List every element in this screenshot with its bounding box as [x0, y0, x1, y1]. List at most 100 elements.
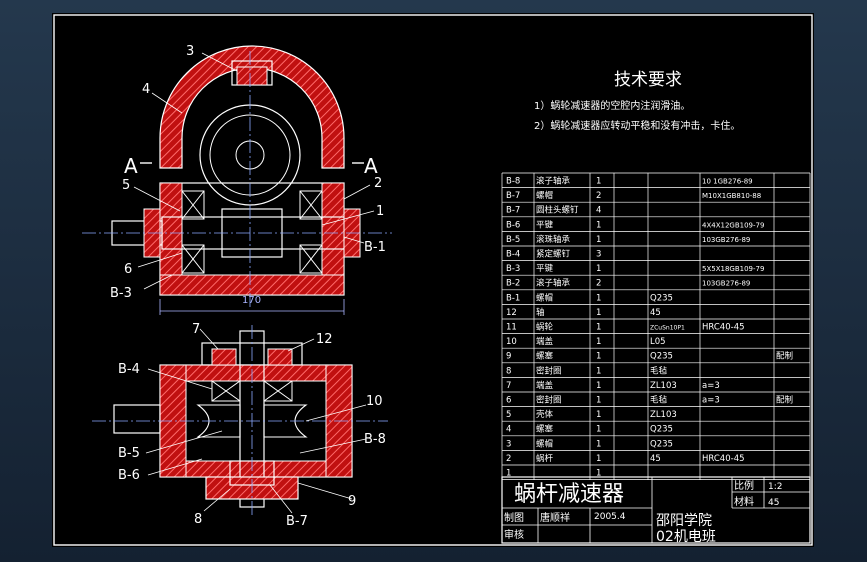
bom-row-qty: 1 [596, 410, 601, 420]
bom-row-standard: HRC40-45 [702, 454, 745, 464]
material-label: 材料 [734, 495, 754, 508]
drawn-date: 2005.4 [594, 512, 626, 522]
callout-1: 1 [376, 204, 384, 219]
sheet-border [53, 14, 813, 546]
bom-row-material: 毛毡 [650, 395, 668, 406]
bom-row-qty: 1 [596, 352, 601, 362]
callout-b3: B-3 [110, 286, 132, 301]
housing-arch [159, 45, 345, 169]
bom-row-qty: 1 [596, 235, 601, 245]
scale-value: 1:2 [768, 482, 782, 492]
title-block: 蜗杆减速器 比例 1:2 材料 45 制图 唐顺祥 2005.4 审核 邵阳学院… [501, 476, 811, 545]
bom-row-name: 螺帽 [536, 438, 553, 449]
callout-12: 12 [316, 332, 333, 347]
bom-row-no: 2 [506, 454, 511, 464]
bom-row-name: 密封圈 [536, 365, 562, 376]
bom-row-standard: a=3 [702, 381, 720, 391]
bom-row-no: 11 [506, 323, 517, 333]
bom-row-name: 紧定螺钉 [536, 249, 571, 260]
bom-row-material: Q235 [650, 352, 673, 362]
callout-5: 5 [122, 178, 130, 193]
bom-row-standard: HRC40-45 [702, 323, 745, 333]
bearing-left-top [181, 190, 205, 220]
bom-row-qty: 1 [596, 293, 601, 303]
callout-10: 10 [366, 394, 383, 409]
bom-row-name: 端盖 [536, 336, 554, 347]
input-shaft-stub [113, 404, 161, 434]
bom-row-name: 螺帽 [536, 292, 553, 303]
school-name: 邵阳学院 [656, 513, 712, 529]
callout-2: 2 [374, 176, 382, 191]
bom-row-standard: 10 1GB276-89 [702, 178, 753, 186]
bom-row-name: 螺塞 [536, 424, 554, 435]
bom-row-note: 配制 [776, 351, 793, 362]
bom-row-name: 蜗轮 [536, 322, 554, 333]
bom-row-material: ZL103 [650, 381, 677, 391]
bom-row-name: 平键 [536, 263, 554, 274]
housing-right-wall [321, 182, 345, 276]
bom-row-no: B-4 [506, 250, 520, 260]
bom-row-material: Q235 [650, 439, 673, 449]
top-section-view [92, 325, 388, 517]
bom-row-material: 45 [650, 308, 661, 318]
bom-row-standard: M10X1GB810-88 [702, 192, 761, 200]
callout-b6: B-6 [118, 468, 140, 483]
bom-row-qty: 1 [596, 177, 601, 187]
scale-label: 比例 [734, 479, 754, 492]
bom-row-name: 端盖 [536, 380, 554, 391]
bom-row-qty: 2 [596, 279, 601, 289]
bom-row-no: 4 [506, 425, 511, 435]
section-mark-a-left: A [124, 154, 138, 178]
bom-row-name: 蜗杆 [536, 453, 554, 464]
bom-row-standard: 103GB276-89 [702, 280, 750, 288]
bom-row-name: 滚子轴承 [536, 176, 571, 187]
callout-b1: B-1 [364, 240, 386, 255]
body-top-wall [185, 364, 327, 382]
bom-row-qty: 1 [596, 308, 601, 318]
bom-row-name: 螺塞 [536, 351, 554, 362]
callout-b5: B-5 [118, 446, 140, 461]
bom-row-no: 1 [506, 469, 511, 479]
dimension-170: 170 [242, 295, 261, 306]
housing-left-wall [159, 182, 183, 276]
bom-row-qty: 1 [596, 396, 601, 406]
bom-row-qty: 2 [596, 191, 601, 201]
drawing-title: 蜗杆减速器 [514, 482, 624, 507]
drawn-by: 唐顺祥 [540, 511, 570, 524]
bom-row-qty: 1 [596, 366, 601, 376]
bom-row-note: 配制 [776, 395, 793, 406]
bearing-right-bottom [299, 244, 323, 274]
bom-row-no: 5 [506, 410, 511, 420]
bearing-right-top [299, 190, 323, 220]
technical-requirements: 技术要求 1）蜗轮减速器的空腔内注润滑油。 2）蜗轮减速器应转动平稳和没有冲击，… [534, 70, 740, 132]
bom-row-material: L05 [650, 337, 666, 347]
tech-req-2: 2）蜗轮减速器应转动平稳和没有冲击，卡住。 [534, 119, 740, 132]
bom-row-qty: 1 [596, 454, 601, 464]
drawing-sheet: 3 4 5 2 1 B-1 6 B-3 A A 170 7 12 B-4 10 … [52, 13, 814, 547]
bom-row-no: B-1 [506, 293, 520, 303]
callout-3: 3 [186, 44, 194, 59]
bom-row-no: 12 [506, 308, 517, 318]
housing-base [159, 274, 345, 296]
bom-row-qty: 1 [596, 337, 601, 347]
body-bottom-wall [185, 460, 327, 478]
assembly-drawing: 3 4 5 2 1 B-1 6 B-3 A A 170 7 12 B-4 10 … [53, 14, 813, 546]
bom-row-qty: 3 [596, 250, 601, 260]
bom-row-qty: 1 [596, 439, 601, 449]
bom-row-no: B-2 [506, 279, 520, 289]
bom-row-qty: 1 [596, 323, 601, 333]
bom-row-material: Q235 [650, 293, 673, 303]
bom-row-name: 平键 [536, 219, 554, 230]
bom-row-standard: 5X5X18GB109-79 [702, 265, 764, 273]
bom-row-no: 6 [506, 396, 511, 406]
bom-row-name: 螺帽 [536, 190, 553, 201]
section-mark-a-right: A [364, 154, 378, 178]
tech-req-1: 1）蜗轮减速器的空腔内注润滑油。 [534, 99, 690, 112]
bom-row-name: 密封圈 [536, 395, 562, 406]
bom-row-standard: a=3 [702, 396, 720, 406]
bom-row-name: 轴 [536, 307, 545, 318]
class-name: 02机电班 [656, 529, 716, 545]
bom-row-no: B-6 [506, 220, 520, 230]
callout-b8: B-8 [364, 432, 386, 447]
